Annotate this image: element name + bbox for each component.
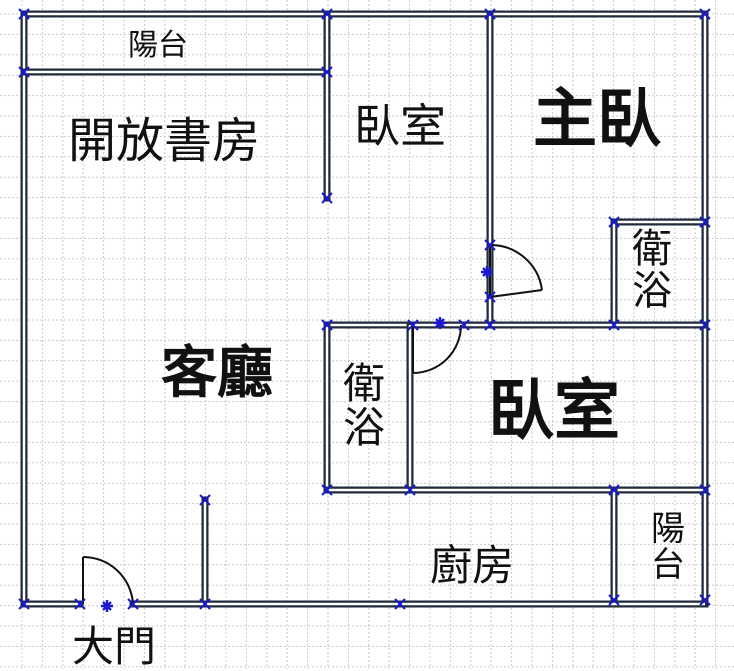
wall-marker <box>608 594 620 606</box>
wall-marker <box>407 319 419 331</box>
wall-marker <box>699 216 711 228</box>
bath-center-char-2: 浴 <box>343 403 386 453</box>
wall-marker <box>321 8 333 20</box>
room-label-open-study: 開放書房 <box>68 113 261 169</box>
wall-marker <box>18 8 30 20</box>
room-label-bedroom-large: 臥室 <box>488 372 620 449</box>
door-swing <box>82 555 134 605</box>
wall-marker <box>127 598 139 610</box>
wall-markers <box>18 8 711 612</box>
wall-marker <box>199 598 211 610</box>
wall-marker <box>484 8 496 20</box>
wall-marker <box>699 484 711 496</box>
wall-marker <box>699 594 711 606</box>
wall-marker <box>394 598 406 610</box>
room-label-bath-master: 衛 浴 <box>632 228 672 312</box>
room-label-kitchen: 廚房 <box>430 541 515 590</box>
wall-marker <box>484 319 496 331</box>
wall-marker <box>321 66 333 78</box>
wall-marker <box>484 239 496 251</box>
wall-marker <box>484 291 496 303</box>
wall-marker <box>18 598 30 610</box>
wall-marker <box>199 494 211 506</box>
bath-master-char-2: 浴 <box>632 268 672 314</box>
walls <box>20 10 709 608</box>
wall-marker <box>404 484 416 496</box>
wall-marker <box>608 319 620 331</box>
wall-marker <box>608 216 620 228</box>
balcony-right-char-1: 陽 <box>651 509 685 549</box>
wall-marker <box>608 484 620 496</box>
bath-master-char-1: 衛 <box>632 226 672 272</box>
room-label-bedroom-small: 臥室 <box>354 99 446 153</box>
wall-marker <box>458 319 470 331</box>
wall-marker <box>18 66 30 78</box>
door-swings <box>82 243 543 605</box>
room-label-balcony-right: 陽 台 <box>651 509 685 585</box>
door-marker <box>481 266 493 278</box>
room-label-bath-center: 衛 浴 <box>343 359 386 453</box>
room-label-balcony-top: 陽台 <box>128 28 188 63</box>
door-swing <box>412 324 462 374</box>
balcony-right-char-2: 台 <box>651 544 685 585</box>
wall-marker <box>699 8 711 20</box>
door-marker <box>434 317 446 329</box>
bath-center-char-1: 衛 <box>343 359 386 408</box>
wall-marker <box>699 319 711 331</box>
door-marker <box>101 600 113 612</box>
wall-marker <box>321 192 333 204</box>
door-swing <box>489 243 543 298</box>
wall-marker <box>321 484 333 496</box>
room-label-living-room: 客廳 <box>161 341 273 406</box>
room-label-master-bedroom: 主臥 <box>533 83 661 157</box>
wall-marker <box>321 319 333 331</box>
room-label-main-door: 大門 <box>72 622 157 671</box>
wall-marker <box>74 598 86 610</box>
